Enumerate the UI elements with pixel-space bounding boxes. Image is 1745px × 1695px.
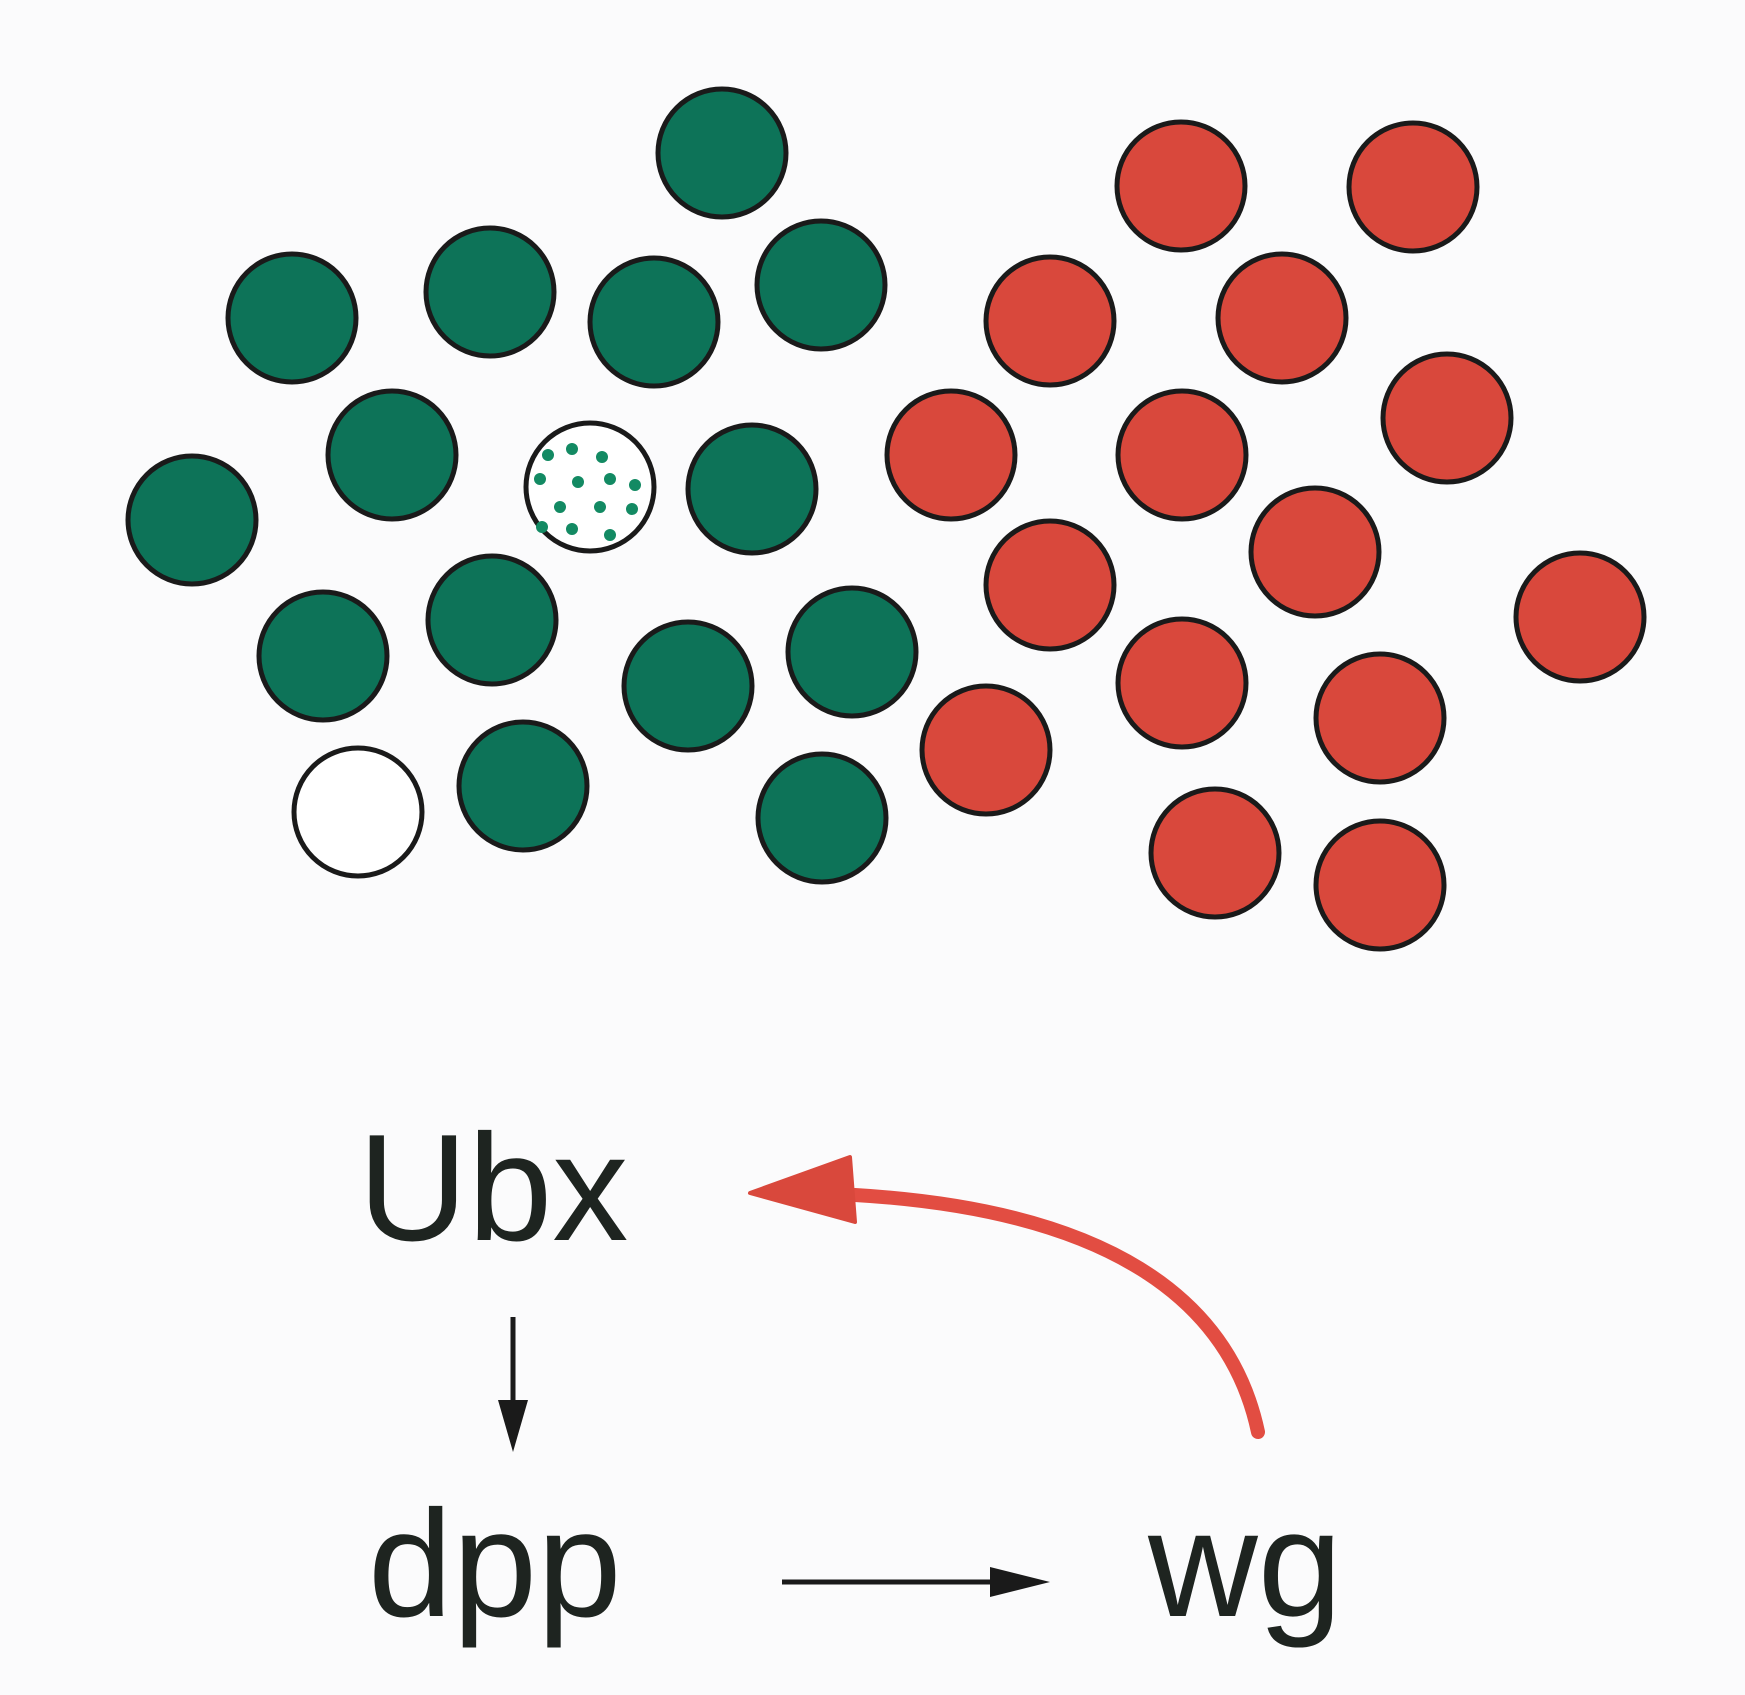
cell-dot [604,529,616,541]
green-cell [125,453,259,587]
red-cell [1313,651,1447,785]
green-cell [325,388,459,522]
red-cell [884,388,1018,522]
red-cell [1248,485,1382,619]
empty-cell [291,745,425,879]
green-cell [755,751,889,885]
cell-dot [542,449,554,461]
green-cell [621,619,755,753]
green-cell [587,255,721,389]
arrow-wg-to-ubx [748,1155,1265,1439]
gene-label-dpp: dpp [368,1479,622,1649]
dotted-cell [523,420,657,554]
cell-dot [594,501,606,513]
cell-dot [596,451,608,463]
cell-field [125,86,1647,952]
gene-label-ubx: Ubx [358,1103,628,1273]
green-cell [754,218,888,352]
red-cell [1313,818,1447,952]
green-cell [456,719,590,853]
cell-dot [534,473,546,485]
cell-dot [629,479,641,491]
cell-dot [554,501,566,513]
cell-dot [566,523,578,535]
red-cell [1148,786,1282,920]
green-cell [655,86,789,220]
green-cell [423,225,557,359]
cell-dot [566,443,578,455]
arrow-dpp-to-wg [782,1567,1050,1597]
red-cell [1215,251,1349,385]
green-cell [685,422,819,556]
green-cell [256,589,390,723]
arrow-ubx-to-dpp [498,1317,528,1452]
red-cell [1346,120,1480,254]
cell-dot [572,476,584,488]
red-cell [1114,119,1248,253]
red-cell [1513,550,1647,684]
red-cell [1380,351,1514,485]
gene-label-wg: wg [1147,1479,1342,1649]
green-cell [425,553,559,687]
cell-dot [536,521,548,533]
red-cell [983,518,1117,652]
cell-dot [626,503,638,515]
green-cell [785,585,919,719]
green-cell [225,251,359,385]
red-cell [919,683,1053,817]
red-cell [983,254,1117,388]
red-cell [1115,616,1249,750]
cell-dot [604,473,616,485]
red-cell [1115,388,1249,522]
